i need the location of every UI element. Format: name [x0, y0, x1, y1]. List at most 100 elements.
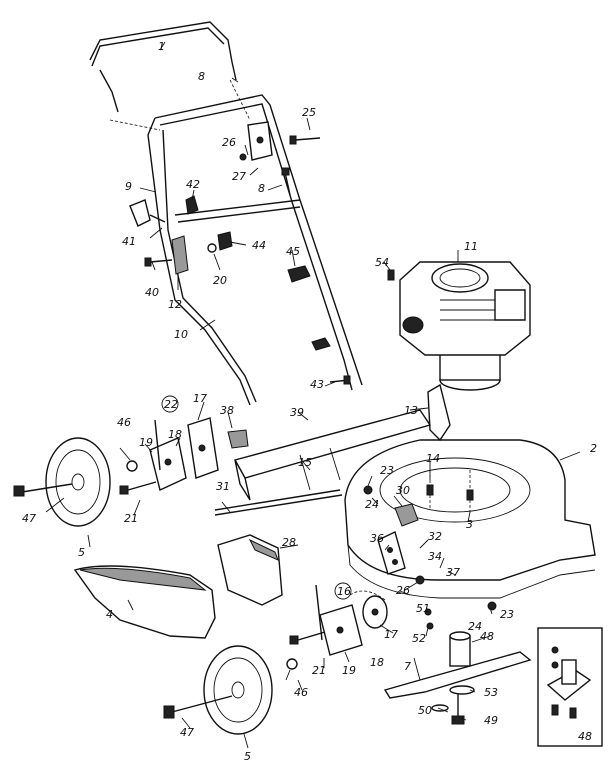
label-43: 43 — [310, 378, 324, 391]
label-17b: 17 — [384, 628, 398, 641]
label-1: 1 — [158, 40, 165, 53]
grass-catcher-4 — [73, 565, 216, 639]
bracket-30 — [394, 503, 419, 527]
upper-handle-grip — [89, 21, 237, 113]
label-32: 32 — [428, 530, 442, 543]
circle-22 — [161, 395, 179, 413]
label-17a: 17 — [193, 392, 207, 405]
hinge-rod-15 — [214, 489, 343, 516]
label-54: 54 — [375, 256, 389, 269]
label-53: 53 — [484, 686, 498, 699]
label-34: 34 — [428, 550, 442, 563]
lever-19b — [315, 584, 323, 641]
label-39: 39 — [290, 406, 304, 419]
label-46b: 46 — [294, 686, 308, 699]
label-37: 37 — [446, 566, 460, 579]
label-26a: 26 — [222, 136, 236, 149]
blade-adapter-48 — [449, 631, 471, 667]
label-30: 30 — [396, 484, 410, 497]
bracket-36 — [377, 531, 406, 575]
label-10: 10 — [174, 328, 188, 341]
screw-54 — [387, 269, 395, 281]
label-31: 31 — [216, 480, 230, 493]
label-21a: 21 — [124, 512, 138, 525]
label-22: 22 — [164, 398, 178, 411]
label-38: 38 — [220, 404, 234, 417]
bolt-47a — [13, 483, 73, 497]
label-23a: 23 — [380, 464, 394, 477]
bolt-21a — [119, 481, 157, 495]
discharge-chute-28 — [217, 534, 283, 606]
label-8a: 8 — [198, 70, 205, 83]
label-20: 20 — [213, 274, 227, 287]
bolt-43 — [329, 375, 351, 385]
label-46a: 46 — [117, 416, 131, 429]
label-3: 3 — [466, 518, 473, 531]
cable-guide-45 — [287, 265, 331, 351]
washer-53 — [449, 685, 475, 695]
label-50: 50 — [418, 704, 432, 717]
rear-wheel-5a — [45, 437, 111, 527]
baffle-39 — [233, 409, 432, 501]
nut-26a — [239, 153, 247, 161]
bracket-17b — [362, 595, 388, 629]
label-52: 52 — [412, 632, 426, 645]
lever-19a — [154, 419, 161, 471]
label-13: 13 — [404, 404, 418, 417]
label-41: 41 — [122, 235, 136, 248]
label-15: 15 — [298, 456, 312, 469]
label-11: 11 — [464, 240, 478, 253]
label-40: 40 — [145, 286, 159, 299]
part-labels: 1 8 25 26 27 8 9 42 41 44 45 40 20 12 11… — [22, 40, 597, 763]
label-48a: 48 — [480, 630, 494, 643]
bolt-40 — [144, 257, 173, 267]
nut-23a — [363, 485, 373, 495]
label-18b: 18 — [370, 656, 384, 669]
bracket-12 — [171, 235, 189, 275]
label-19a: 19 — [139, 436, 153, 449]
label-42: 42 — [186, 178, 200, 191]
inset-box-48 — [537, 627, 603, 747]
label-24b: 24 — [468, 620, 482, 633]
handle-frame — [109, 79, 363, 406]
label-48b: 48 — [578, 730, 592, 743]
washer-46a — [126, 460, 138, 472]
front-wheel-5b — [203, 645, 273, 735]
circle-16 — [334, 582, 352, 600]
height-adjuster-18a — [149, 437, 187, 491]
bolt-47b — [163, 695, 233, 719]
label-12: 12 — [168, 298, 182, 311]
label-8b: 8 — [258, 182, 265, 195]
label-25: 25 — [302, 106, 316, 119]
label-28: 28 — [282, 536, 296, 549]
leader-lines — [45, 41, 581, 749]
label-44: 44 — [252, 239, 266, 252]
label-36: 36 — [370, 532, 384, 545]
label-16: 16 — [337, 585, 351, 598]
label-7: 7 — [404, 660, 411, 673]
label-2: 2 — [590, 442, 597, 455]
label-51: 51 — [416, 602, 430, 615]
bracket-27 — [247, 121, 273, 161]
label-23b: 23 — [500, 608, 514, 621]
nut-23b — [487, 601, 497, 611]
label-5b: 5 — [244, 750, 251, 763]
label-14: 14 — [426, 452, 440, 465]
bracket-38 — [227, 429, 249, 449]
spring-16 — [349, 590, 386, 601]
hardware-51-52 — [424, 608, 434, 630]
label-21b: 21 — [312, 664, 326, 677]
label-24a: 24 — [365, 498, 379, 511]
label-45: 45 — [286, 245, 300, 258]
blade-bolt-49-50 — [431, 694, 465, 725]
height-adjuster-18b — [319, 604, 363, 656]
label-47a: 47 — [22, 512, 36, 525]
label-9: 9 — [125, 180, 132, 193]
label-47b: 47 — [180, 726, 194, 739]
label-4: 4 — [106, 608, 113, 621]
label-49: 49 — [484, 714, 498, 727]
label-27: 27 — [232, 170, 246, 183]
label-19b: 19 — [342, 664, 356, 677]
